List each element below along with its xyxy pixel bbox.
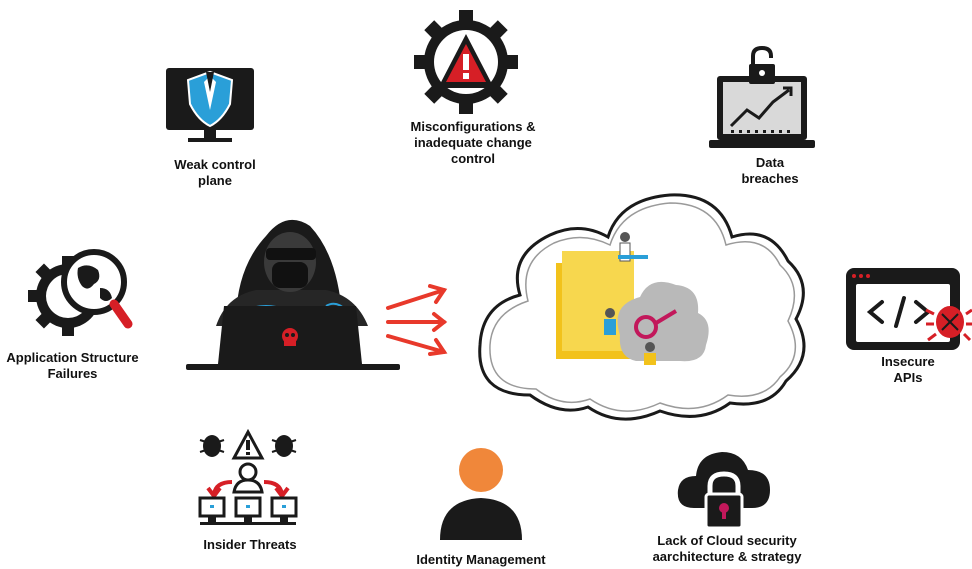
gear-warning-icon [414,10,518,114]
misconfigurations-label: Misconfigurations & inadequate change co… [410,119,536,166]
user-silhouette-icon [440,448,522,540]
lack-cloud-security-label: Lack of Cloud security aarchitecture & s… [652,533,802,564]
identity-management-label: Identity Management [416,552,546,567]
cloud-data-icon [478,193,806,421]
insider-threats-label: Insider Threats [203,537,297,552]
gear-globe-magnifier-icon [28,249,133,336]
app-structure-label: Application Structure Failures [6,350,139,381]
hooded-hacker-laptop-icon [186,219,400,370]
weak-control-plane-label: Weak control plane [174,157,256,188]
attack-arrows-icon [386,284,448,356]
cloud-lock-icon [677,452,770,530]
code-window-bug-icon [846,268,972,350]
laptop-unlocked-chart-icon [709,45,815,148]
data-breaches-label: Data breaches [741,155,799,186]
insecure-apis-label: Insecure APIs [881,354,935,385]
monitor-shield-icon [166,68,254,142]
insider-network-icon [198,428,298,525]
